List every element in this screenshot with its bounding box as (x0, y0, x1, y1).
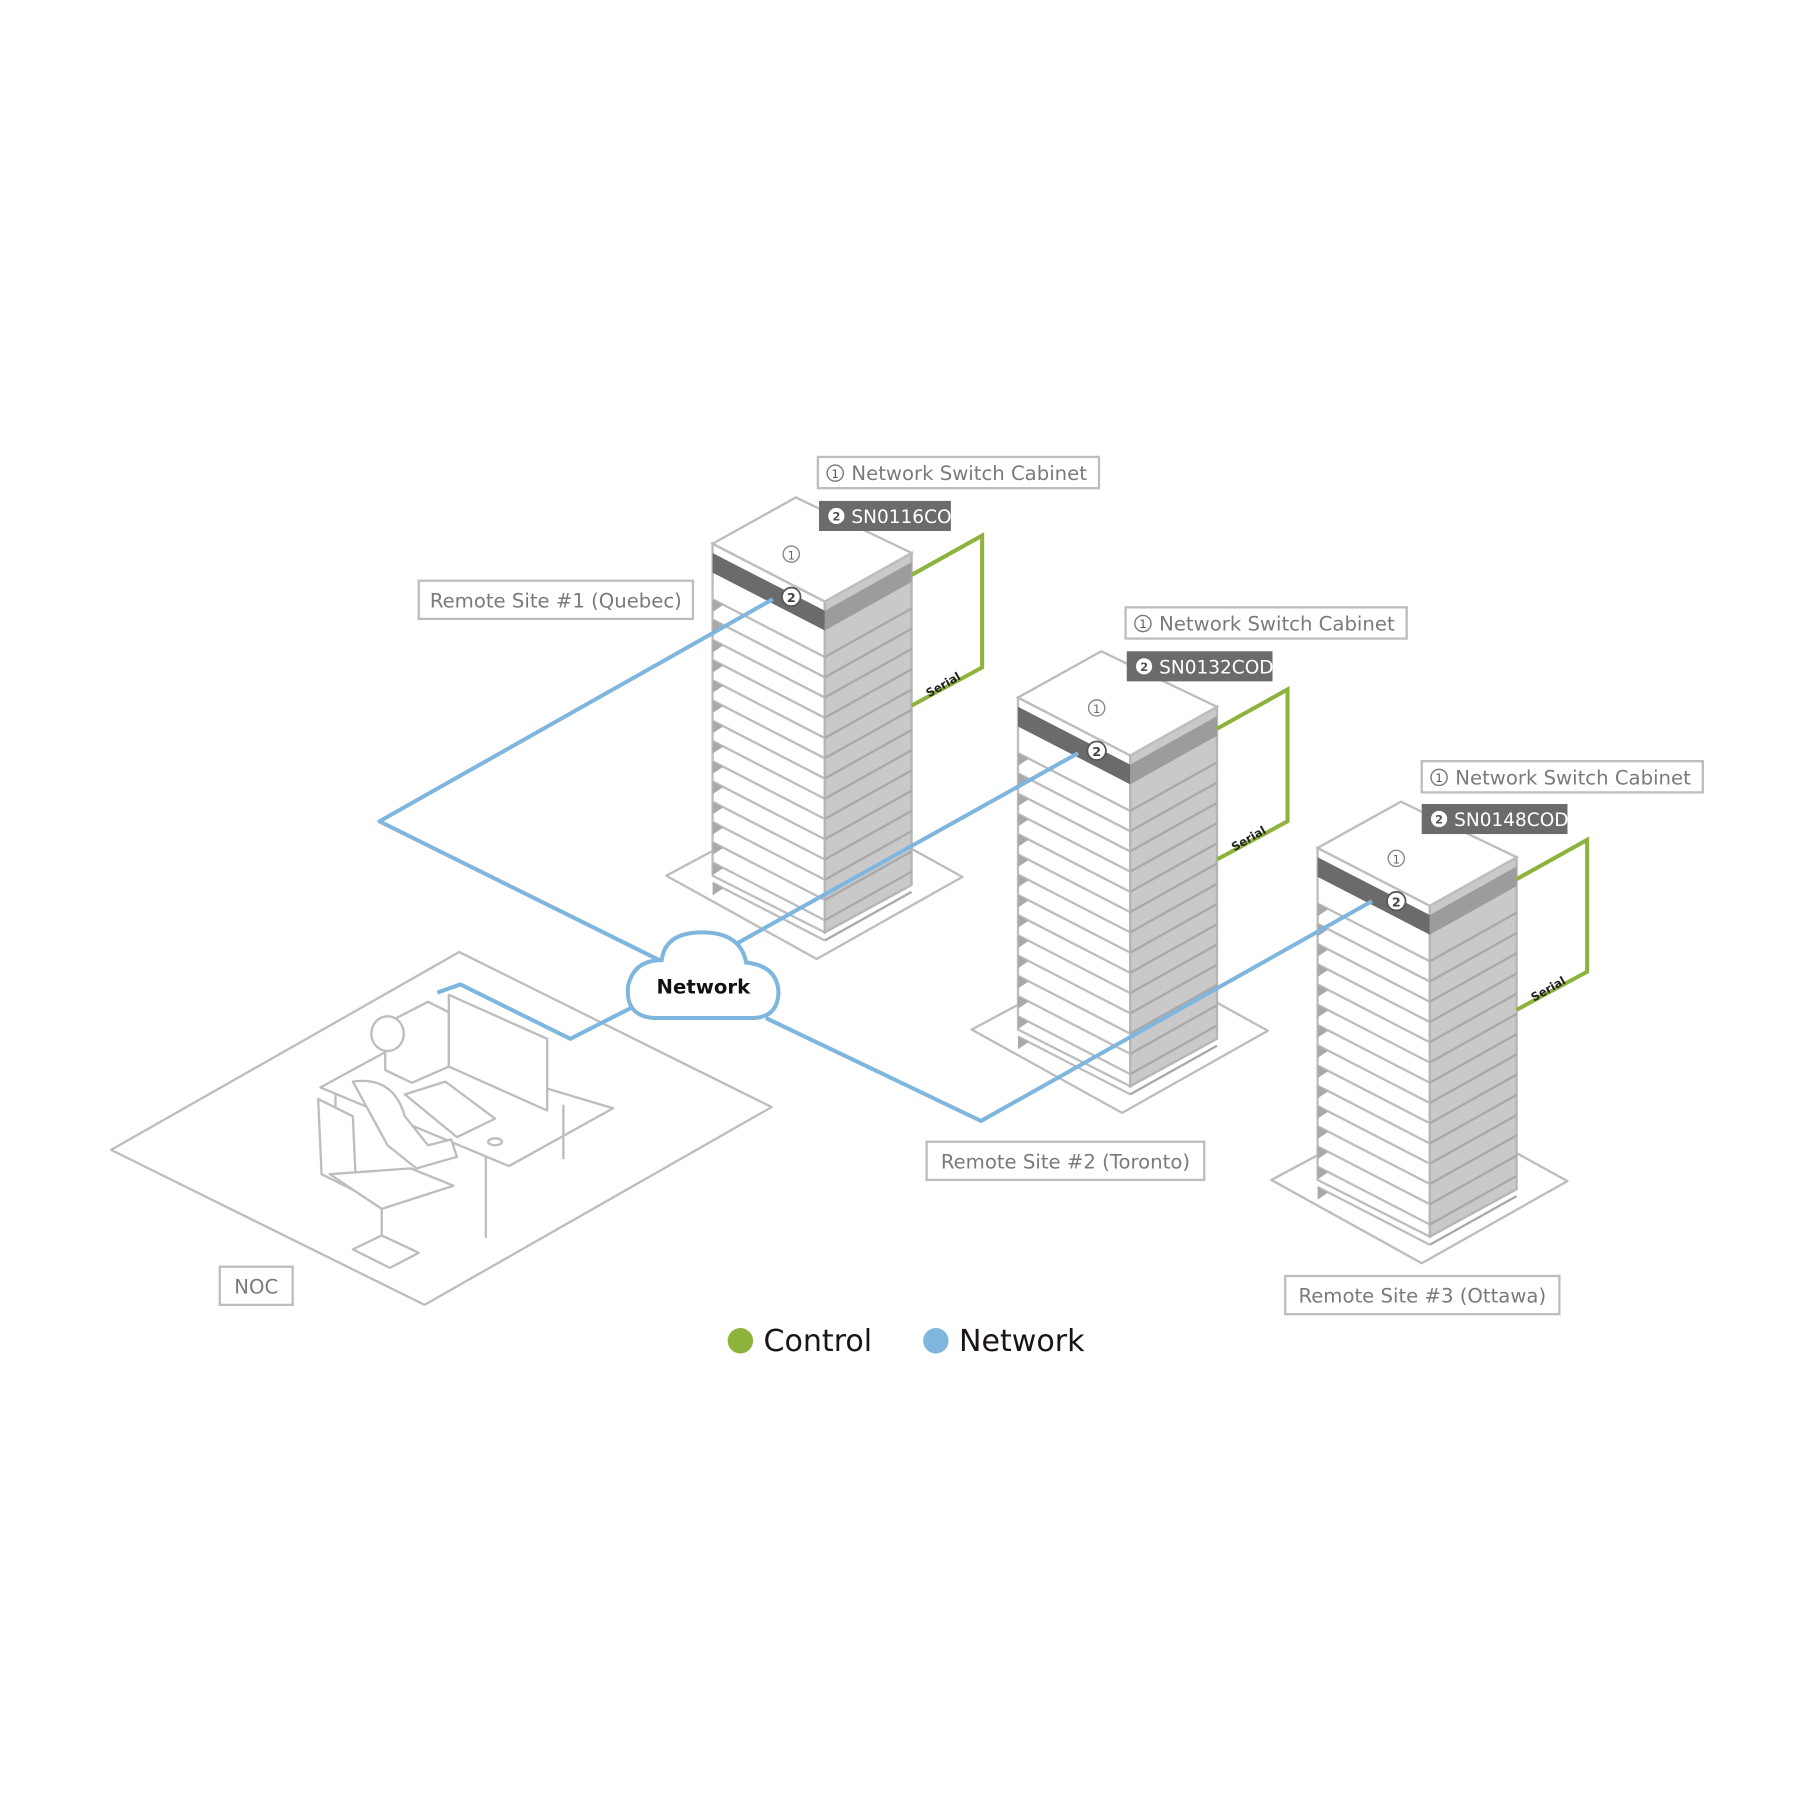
svg-text:Remote Site #3 (Ottawa): Remote Site #3 (Ottawa) (1298, 1285, 1546, 1308)
serial-link-toronto: Serial (1215, 686, 1290, 862)
network-cloud: Network (625, 930, 781, 1021)
legend-network-dot (923, 1328, 949, 1354)
svg-text:2: 2 (1435, 813, 1443, 827)
link-quebec (377, 597, 774, 962)
serial-port-marker: 2 (1086, 740, 1107, 761)
serial-link-quebec: Serial (910, 532, 985, 708)
svg-text:Remote Site #1 (Quebec): Remote Site #1 (Quebec) (430, 589, 682, 612)
network-links (377, 597, 1373, 1123)
operator-workstation-icon (316, 993, 615, 1270)
link-ottawa (764, 899, 1373, 1123)
rack-quebec (665, 496, 964, 961)
cabinet-label-quebec: 1 Network Switch Cabinet (816, 455, 1101, 490)
rack-ottawa (1270, 800, 1569, 1265)
svg-text:2: 2 (1092, 744, 1101, 759)
svg-text:Remote Site #2 (Toronto): Remote Site #2 (Toronto) (941, 1150, 1190, 1173)
serial-number-badge-toronto: 2 SN0132COD (1126, 651, 1274, 682)
serial-number-badge-ottawa: 2 SN0148COD (1421, 803, 1569, 835)
legend-control-dot (727, 1328, 754, 1354)
svg-text:Network Switch Cabinet: Network Switch Cabinet (1159, 612, 1395, 635)
noc-label-box (218, 1265, 294, 1307)
svg-text:Network Switch Cabinet: Network Switch Cabinet (1455, 766, 1691, 789)
svg-text:Network Switch Cabinet: Network Switch Cabinet (851, 462, 1087, 485)
site-label-ottawa: Remote Site #3 (Ottawa) (1284, 1274, 1561, 1316)
serial-link-label: Serial (1528, 973, 1568, 1004)
svg-text:1: 1 (832, 467, 839, 481)
serial-link-ottawa: Serial (1515, 836, 1590, 1012)
svg-text:2: 2 (1392, 894, 1401, 909)
svg-text:SN0148COD: SN0148COD (1454, 810, 1568, 831)
serial-number-badge-quebec: 2 SN0116CO (819, 500, 952, 531)
legend-network-label: Network (959, 1324, 1085, 1359)
site-label-quebec: Remote Site #1 (Quebec) (417, 579, 695, 621)
serial-link-label: Serial (1229, 823, 1269, 854)
svg-text:1: 1 (1435, 771, 1442, 785)
site-label-toronto: Remote Site #2 (Toronto) (925, 1140, 1206, 1182)
legend: Control Network (727, 1324, 1085, 1359)
svg-text:1: 1 (1139, 617, 1146, 631)
svg-text:SN0116CO: SN0116CO (851, 507, 951, 528)
svg-text:2: 2 (787, 590, 796, 605)
noc-label: NOC (234, 1275, 278, 1298)
serial-link-label: Serial (923, 669, 963, 700)
svg-text:2: 2 (1140, 660, 1148, 674)
link-toronto (737, 751, 1080, 945)
cloud-label: Network (657, 976, 752, 999)
cabinet-label-ottawa: 1 Network Switch Cabinet (1420, 760, 1704, 794)
svg-text:2: 2 (832, 510, 840, 524)
legend-control-label: Control (763, 1324, 872, 1359)
link-noc (436, 982, 635, 1041)
serial-port-marker: 2 (1386, 891, 1407, 912)
cabinet-label-toronto: 1 Network Switch Cabinet (1124, 606, 1408, 640)
noc-area: NOC (109, 950, 773, 1307)
serial-port-marker: 2 (781, 586, 802, 608)
svg-text:SN0132COD: SN0132COD (1159, 657, 1273, 678)
